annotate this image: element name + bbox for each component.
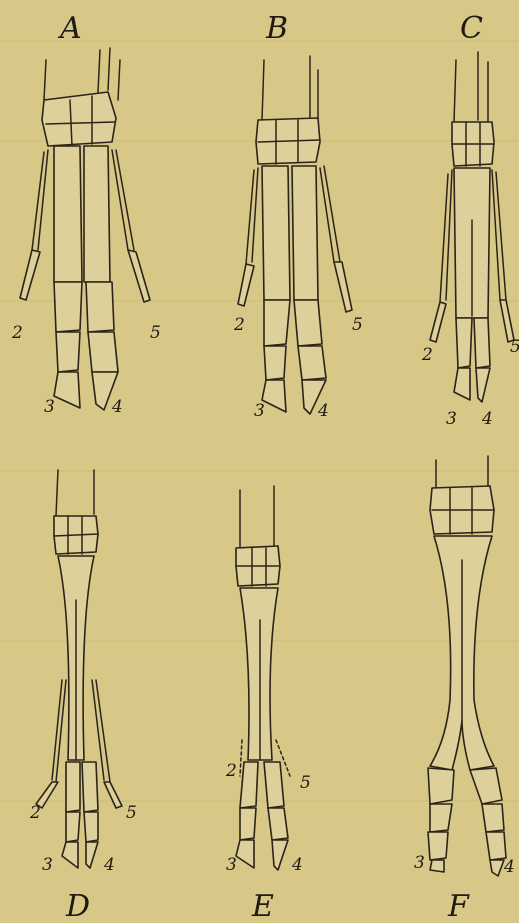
panel-e-letter: E — [251, 889, 274, 923]
panel-c-digit-3: 3 — [446, 409, 457, 429]
panel-b-digit-4: 4 — [317, 401, 329, 421]
panel-e-digit-5: 5 — [300, 773, 311, 793]
panel-b-letter: B — [265, 11, 288, 46]
panel-a-digit-5: 5 — [150, 323, 161, 343]
panel-e-digit-4: 4 — [291, 855, 303, 875]
panel-f-letter: F — [447, 889, 470, 923]
panel-b-digit-3: 3 — [254, 401, 265, 421]
panel-e-digit-2: 2 — [225, 761, 237, 781]
panel-d-digit-3: 3 — [42, 855, 53, 875]
panel-e-digit-3: 3 — [226, 855, 237, 875]
panel-c-digit-5: 5 — [510, 337, 519, 357]
panel-c-letter: C — [460, 11, 483, 46]
panel-f-digit-4: 4 — [503, 857, 515, 877]
panel-a-digit-3: 3 — [44, 397, 55, 417]
panel-c-digit-4: 4 — [481, 409, 493, 429]
panel-d-digit-2: 2 — [29, 803, 41, 823]
panel-d-digit-4: 4 — [103, 855, 115, 875]
panel-a-digit-2: 2 — [11, 323, 23, 343]
panel-e: 2 5 3 4 E — [225, 486, 311, 923]
panel-a-digit-4: 4 — [111, 397, 123, 417]
panel-b: B 2 5 3 4 — [233, 11, 363, 421]
panel-f-digit-3: 3 — [414, 853, 425, 873]
panel-c-digit-2: 2 — [421, 345, 433, 365]
panel-c: C 2 5 3 4 — [421, 11, 519, 429]
panel-d-letter: D — [65, 889, 90, 923]
panel-d: 2 5 3 4 D — [29, 470, 137, 923]
panel-a-letter: A — [57, 11, 82, 46]
panel-a: A 2 5 3 4 — [11, 11, 161, 417]
panel-b-digit-2: 2 — [233, 315, 245, 335]
panel-d-digit-5: 5 — [126, 803, 137, 823]
panel-f: 3 4 F — [414, 456, 515, 923]
panel-b-digit-5: 5 — [352, 315, 363, 335]
